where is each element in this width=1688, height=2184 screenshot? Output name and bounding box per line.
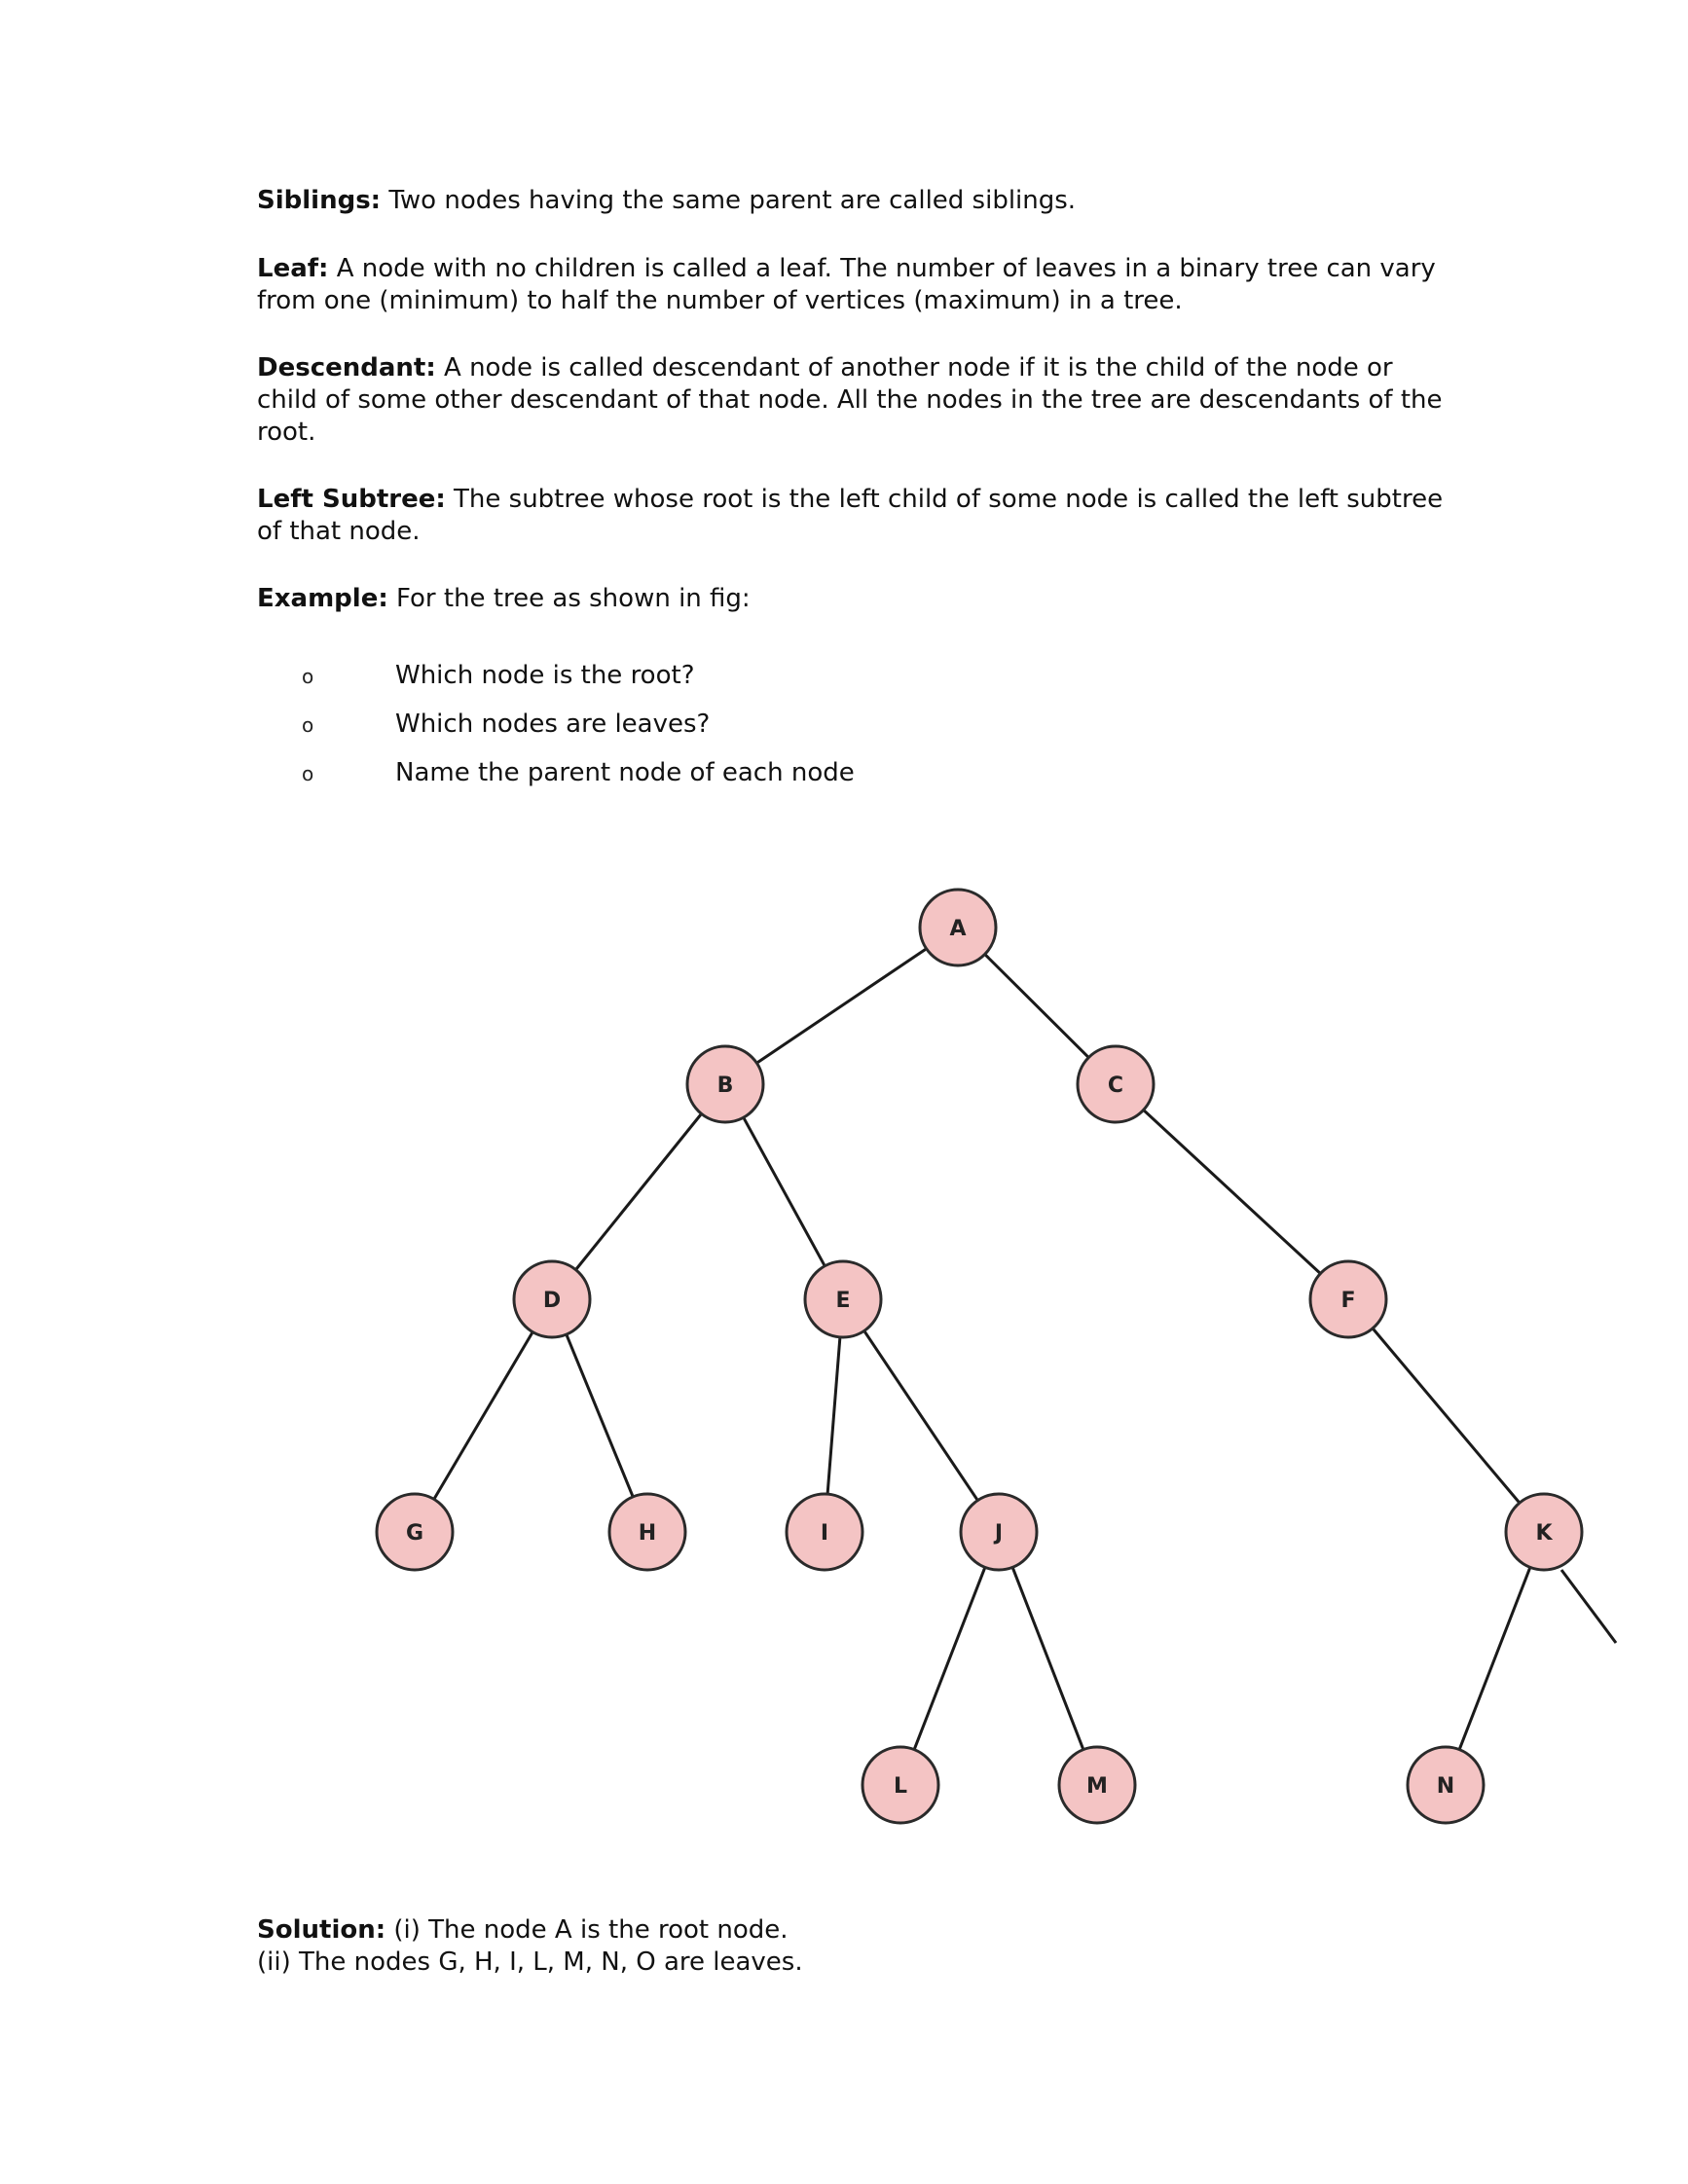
tree-edges (432, 947, 1532, 1751)
question-text: Name the parent node of each node (395, 758, 855, 787)
list-item: o Name the parent node of each node (302, 757, 855, 790)
node-circle (375, 1492, 455, 1572)
example-intro: Example: For the tree as shown in fig: (257, 583, 1454, 615)
node-label: M (1086, 1774, 1108, 1799)
node-label: F (1340, 1289, 1355, 1313)
node-circle (1406, 1745, 1486, 1825)
node-label: H (639, 1521, 656, 1546)
node-circle (803, 1259, 883, 1339)
tree-edge-j-m (1010, 1566, 1085, 1751)
bullet-icon: o (302, 665, 314, 688)
tree-node-l: L (861, 1745, 940, 1825)
node-circle (1057, 1745, 1137, 1825)
tree-nodes: A B C D E F G H I J K L M N (375, 888, 1584, 1825)
tree-node-m: M (1057, 1745, 1137, 1825)
tree-edge-truncated (1560, 1569, 1618, 1644)
tree-edge-k-n (1457, 1566, 1532, 1751)
node-label: K (1535, 1521, 1553, 1546)
tree-edge-d-h (565, 1333, 635, 1498)
question-text: Which node is the root? (395, 661, 695, 690)
node-circle (959, 1492, 1039, 1572)
tree-edge-e-j (862, 1329, 979, 1502)
solution-text: (i) The node A is the root node. (385, 1915, 789, 1945)
tree-node-e: E (803, 1259, 883, 1339)
node-label: A (949, 917, 966, 941)
term-label: Example: (257, 584, 388, 613)
tree-edge-a-b (755, 947, 928, 1065)
term-label: Descendant: (257, 353, 436, 382)
node-circle (1308, 1259, 1388, 1339)
node-circle (512, 1259, 592, 1339)
node-circle (785, 1492, 864, 1572)
tree-node-h: H (607, 1492, 687, 1572)
tree-edge-b-d (574, 1112, 703, 1271)
definition-text: A node with no children is called a leaf… (257, 254, 1436, 315)
tree-node-i: I (785, 1492, 864, 1572)
node-label: C (1108, 1074, 1123, 1098)
definition-text: For the tree as shown in fig: (387, 584, 751, 613)
node-label: E (835, 1289, 850, 1313)
node-circle (918, 888, 998, 967)
definition-leaf: Leaf: A node with no children is called … (257, 253, 1454, 317)
tree-edge-f-k (1371, 1327, 1522, 1505)
node-label: I (821, 1521, 828, 1546)
tree-edge-d-g (432, 1330, 534, 1501)
term-label: Leaf: (257, 254, 329, 283)
tree-edge-j-l (912, 1566, 987, 1751)
tree-edge-e-i (826, 1336, 842, 1495)
node-label: N (1437, 1774, 1454, 1799)
solution-text: (ii) The nodes G, H, I, L, M, N, O are l… (257, 1947, 803, 1977)
tree-node-d: D (512, 1259, 592, 1339)
node-circle (607, 1492, 687, 1572)
tree-node-n: N (1406, 1745, 1486, 1825)
node-label: D (543, 1289, 561, 1313)
tree-node-c: C (1076, 1044, 1156, 1124)
term-label: Solution: (257, 1915, 386, 1945)
node-label: L (894, 1774, 907, 1799)
definition-text: The subtree whose root is the left child… (257, 485, 1444, 546)
term-label: Left Subtree: (257, 485, 446, 514)
node-label: J (993, 1521, 1003, 1546)
tree-node-g: G (375, 1492, 455, 1572)
solution-line-2: (ii) The nodes G, H, I, L, M, N, O are l… (257, 1947, 803, 1979)
definition-text: Two nodes having the same parent are cal… (381, 186, 1077, 215)
definition-descendant: Descendant: A node is called descendant … (257, 352, 1454, 449)
tree-node-k: K (1504, 1492, 1584, 1572)
definition-text: A node is called descendant of another n… (257, 353, 1443, 447)
tree-edge-b-e (742, 1116, 826, 1267)
list-item: o Which nodes are leaves? (302, 709, 710, 742)
node-circle (861, 1745, 940, 1825)
bullet-icon: o (302, 762, 314, 785)
term-label: Siblings: (257, 186, 382, 215)
solution-line-1: Solution: (i) The node A is the root nod… (257, 1914, 789, 1947)
node-label: G (406, 1521, 423, 1546)
tree-node-b: B (685, 1044, 765, 1124)
node-circle (1504, 1492, 1584, 1572)
question-text: Which nodes are leaves? (395, 710, 711, 739)
bullet-icon: o (302, 713, 314, 737)
node-circle (685, 1044, 765, 1124)
tree-edge-c-f (1142, 1109, 1322, 1275)
tree-node-a: A (918, 888, 998, 967)
node-circle (1076, 1044, 1156, 1124)
tree-node-f: F (1308, 1259, 1388, 1339)
tree-node-j: J (959, 1492, 1039, 1572)
tree-edge-a-c (983, 953, 1090, 1059)
definition-left-subtree: Left Subtree: The subtree whose root is … (257, 484, 1454, 548)
node-label: B (717, 1074, 734, 1098)
definition-siblings: Siblings: Two nodes having the same pare… (257, 185, 1454, 217)
list-item: o Which node is the root? (302, 660, 695, 693)
